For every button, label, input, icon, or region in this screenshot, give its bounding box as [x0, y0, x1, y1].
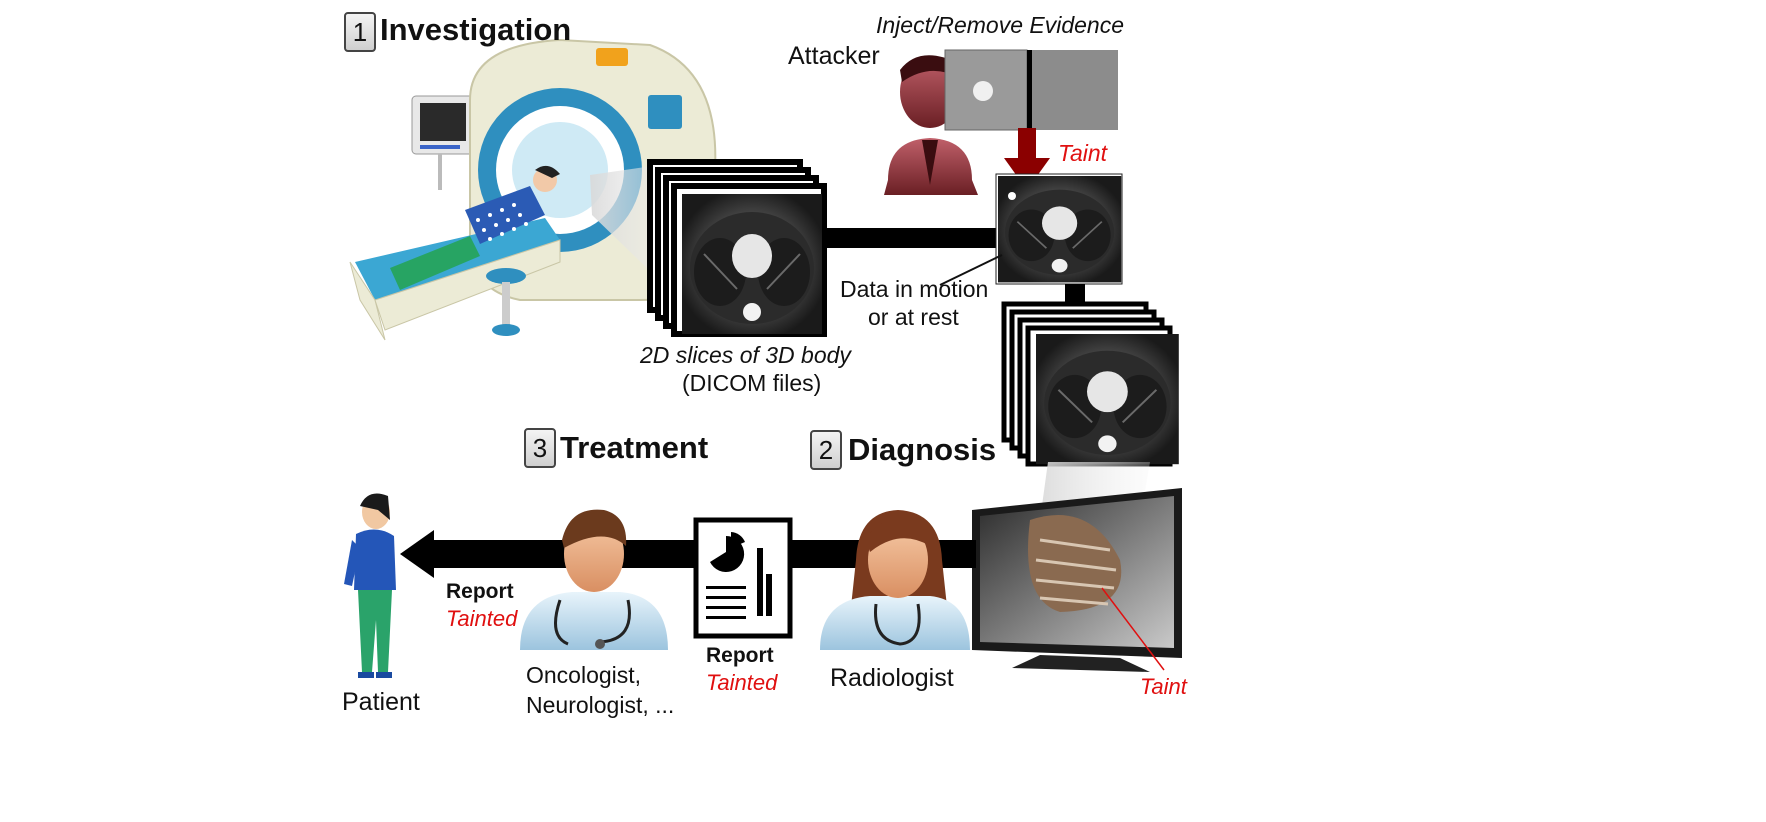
- report-mid-status: Tainted: [706, 670, 778, 695]
- patient-figure: [344, 493, 396, 678]
- slices-caption-line1: 2D slices of 3D body: [640, 342, 851, 368]
- data-motion-line2: or at rest: [868, 304, 959, 330]
- report-left-title: Report: [446, 580, 514, 603]
- radiologist-label: Radiologist: [830, 664, 954, 692]
- attacker-taint-label: Taint: [1058, 140, 1108, 166]
- report-mid-title: Report: [706, 644, 774, 667]
- data-link-bar: [825, 228, 1005, 248]
- attacker-label: Attacker: [788, 42, 880, 70]
- taint-pointer-line: [1101, 587, 1165, 671]
- step-3-badge: 3: [524, 428, 556, 468]
- radiologist-figure: [820, 510, 970, 650]
- tainted-slice-stack: [1001, 301, 1180, 467]
- attacker-action-label: Inject/Remove Evidence: [876, 12, 1125, 38]
- dicom-slice-stack: [647, 159, 827, 337]
- step-2-label: Diagnosis: [848, 432, 997, 467]
- step-2-badge: 2: [810, 430, 842, 470]
- data-motion-line1: Data in motion: [840, 276, 989, 302]
- specialist-line2: Neurologist, ...: [526, 692, 675, 718]
- step-1-badge: 1: [344, 12, 376, 52]
- radiology-monitor: [972, 488, 1182, 672]
- patient-label: Patient: [342, 688, 420, 716]
- specialist-line1: Oncologist,: [526, 662, 642, 688]
- tainted-slice: [995, 173, 1123, 285]
- motion-pointer-line: [939, 254, 1003, 286]
- monitor-taint-label: Taint: [1140, 674, 1187, 699]
- report-document: [693, 517, 793, 639]
- scanner-monitor: [411, 95, 475, 190]
- slices-caption-line2: (DICOM files): [682, 370, 822, 396]
- evidence-thumbnails: [944, 49, 1118, 131]
- report-left-status: Tainted: [446, 606, 518, 631]
- specialist-figure: [520, 509, 668, 650]
- step-3-label: Treatment: [560, 430, 709, 465]
- step-1-label: Investigation: [380, 12, 572, 47]
